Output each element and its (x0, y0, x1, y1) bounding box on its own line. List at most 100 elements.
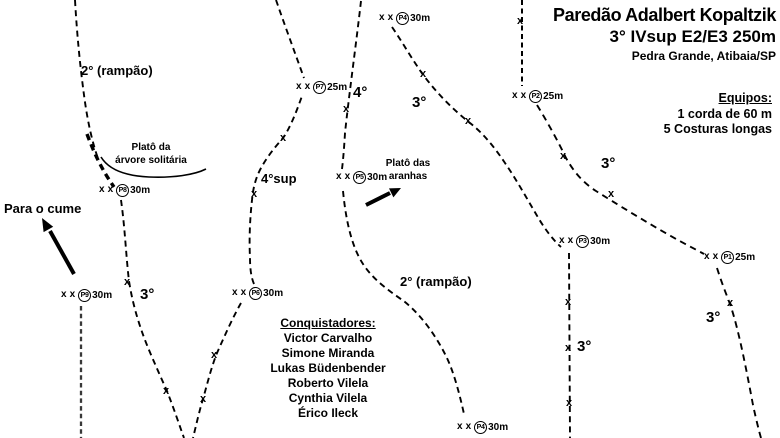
belay-distance: 30m (488, 421, 509, 433)
summit-arrow-head-icon (42, 218, 54, 233)
bolt-x-icon: x (712, 251, 719, 262)
route-below-p6 (192, 302, 242, 438)
grade-label: 3° (577, 338, 592, 355)
bolt-x-icon: x (419, 68, 427, 80)
bolt-x-icon: x (559, 235, 565, 246)
bolt-x-icon: x (304, 81, 311, 92)
bolt-x-icon: x (520, 90, 527, 101)
bolt-x-icon: x (565, 397, 573, 409)
title-block: Paredão Adalbert Kopaltzik 3° IVsup E2/E… (553, 5, 776, 63)
bolt-x-icon: x (296, 81, 302, 92)
equipment-heading: Equipos: (718, 91, 772, 105)
bolt-x-icon: x (279, 132, 287, 144)
summit-arrow-shaft (48, 230, 76, 275)
bolt-x-icon: x (61, 289, 67, 300)
bolt-x-icon: x (69, 289, 76, 300)
equipment-item: 5 Costuras longas (663, 122, 772, 136)
belay-circle-p5: P5 (353, 170, 367, 184)
grade-label: 2° (rampão) (81, 63, 153, 78)
bolt-x-icon: x (199, 393, 207, 405)
bolt-x-icon: x (567, 235, 574, 246)
belay-circle-p6: P6 (249, 286, 263, 300)
plato-arvore-solitaria-label-line: árvore solitária (115, 155, 187, 166)
route-below-p3 (568, 252, 571, 438)
grade-label: 2° (rampão) (400, 274, 472, 289)
grade-label: 4°sup (261, 171, 297, 186)
route-left-rampao-upper (74, 0, 100, 162)
plato-das-aranhas-label-line: aranhas (388, 171, 428, 182)
bolt-x-icon: x (387, 12, 394, 23)
first-ascent-name: Érico Ileck (297, 406, 359, 420)
route-p4top-to-p3 (391, 26, 562, 248)
route-below-p8 (120, 199, 185, 438)
bolt-x-icon: x (457, 421, 463, 432)
bolt-x-icon: x (564, 296, 572, 308)
belay-distance: 30m (92, 289, 113, 301)
belay-circle-p7: P7 (313, 80, 327, 94)
belay-distance: 30m (130, 184, 151, 196)
first-ascent-name: Simone Miranda (281, 346, 375, 360)
route-p2-to-p1 (536, 104, 705, 255)
belay-circle-p4: P4 (396, 11, 410, 25)
bolt-x-icon: x (162, 385, 170, 397)
route-p5-to-p4 (342, 190, 465, 415)
summit-direction-label: Para o cume (4, 201, 82, 216)
route-grade-summary: 3° IVsup E2/E3 250m (609, 27, 777, 46)
belay-distance: 30m (590, 235, 611, 247)
grade-label: 3° (706, 309, 721, 326)
bolt-x-icon: x (465, 421, 472, 432)
aranhas-arrow-head-icon (389, 188, 401, 198)
equipment-item: 1 corda de 60 m (677, 106, 773, 121)
belay-distance: 30m (367, 171, 388, 183)
bolt-x-icon: x (232, 287, 238, 298)
bolt-x-icon: x (342, 103, 350, 115)
belay-distance: 30m (410, 12, 431, 24)
first-ascent-heading: Conquistadores: (280, 316, 376, 330)
bolt-x-icon: x (240, 287, 247, 298)
bolt-x-icon: x (516, 15, 524, 27)
belay-distance: 25m (327, 81, 348, 93)
belay-circle-p1: P1 (721, 250, 735, 264)
bolt-x-icon: x (99, 184, 105, 195)
plato-arvore-solitaria-ledge-arc (100, 156, 207, 178)
belay-circle-p4: P4 (474, 420, 488, 434)
first-ascent-name: Cynthia Vilela (288, 391, 368, 405)
location-label: Pedra Grande, Atibaia/SP (631, 49, 776, 63)
belay-circle-p8: P8 (116, 183, 130, 197)
first-ascent-name: Victor Carvalho (283, 331, 373, 345)
grade-label: 4° (353, 84, 368, 101)
aranhas-arrow-shaft (365, 191, 391, 207)
bolt-x-icon: x (123, 276, 131, 288)
first-ascent-name: Lukas Büdenbender (270, 361, 386, 375)
bolt-x-icon: x (379, 12, 385, 23)
bolt-x-icon: x (107, 184, 114, 195)
belay-distance: 25m (735, 251, 756, 263)
bolt-x-icon: x (210, 349, 218, 361)
route-left-steep-approach (85, 133, 116, 188)
belay-circle-p9: P9 (78, 288, 92, 302)
route-below-p1 (716, 267, 762, 438)
bolt-x-icon: x (704, 251, 710, 262)
belay-circle-p3: P3 (576, 234, 590, 248)
belay-distance: 25m (543, 90, 564, 102)
page-title: Paredão Adalbert Kopaltzik (553, 5, 776, 25)
bolt-x-icon: x (464, 115, 472, 127)
belay-distance: 30m (263, 287, 284, 299)
first-ascent-name: Roberto Vilela (287, 376, 369, 390)
bolt-x-icon: x (726, 297, 734, 309)
